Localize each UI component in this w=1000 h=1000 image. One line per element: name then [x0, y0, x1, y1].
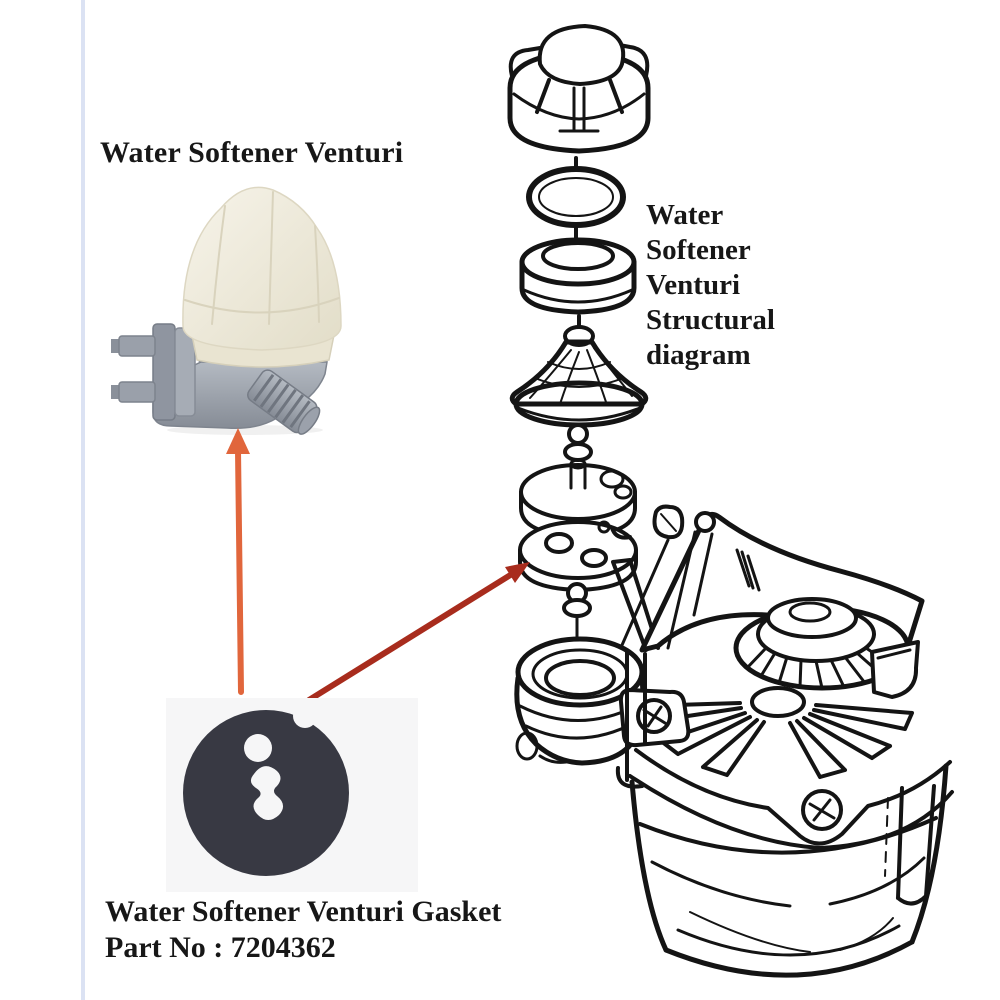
orange-arrow	[226, 428, 250, 695]
ring-nut-part	[519, 237, 637, 315]
gasket-caption: Water Softener Venturi Gasket Part No : …	[105, 894, 501, 966]
venturi-part-photo	[111, 186, 342, 435]
plug-part	[562, 582, 592, 618]
threaded-outlet	[247, 369, 321, 435]
nozzle-part	[563, 423, 593, 462]
left-border-line	[81, 0, 85, 1000]
bolt-stubs	[111, 335, 156, 403]
venturi-dome	[182, 186, 342, 368]
gasket-photo	[166, 698, 418, 892]
gasket-caption-title: Water Softener Venturi Gasket	[105, 895, 502, 928]
diagram-label-line: diagram	[646, 339, 751, 371]
diagram-label-line: Venturi	[646, 269, 740, 301]
gasket-part-number: Part No : 7204362	[105, 931, 336, 964]
diagram-label: Water Softener Venturi Structural diagra…	[646, 198, 775, 373]
cap-part	[507, 24, 651, 154]
diagram-label-line: Structural	[646, 304, 775, 336]
valve-assembly-drawing	[611, 511, 954, 978]
red-arrow	[306, 562, 530, 703]
gasket-disc	[183, 704, 349, 876]
screen-cone-part	[509, 314, 649, 428]
venturi-body	[111, 323, 329, 435]
o-ring-part	[526, 156, 626, 244]
product-title: Water Softener Venturi	[100, 136, 404, 169]
diagram-label-line: Softener	[646, 234, 751, 266]
diagram-label-line: Water	[646, 199, 724, 231]
